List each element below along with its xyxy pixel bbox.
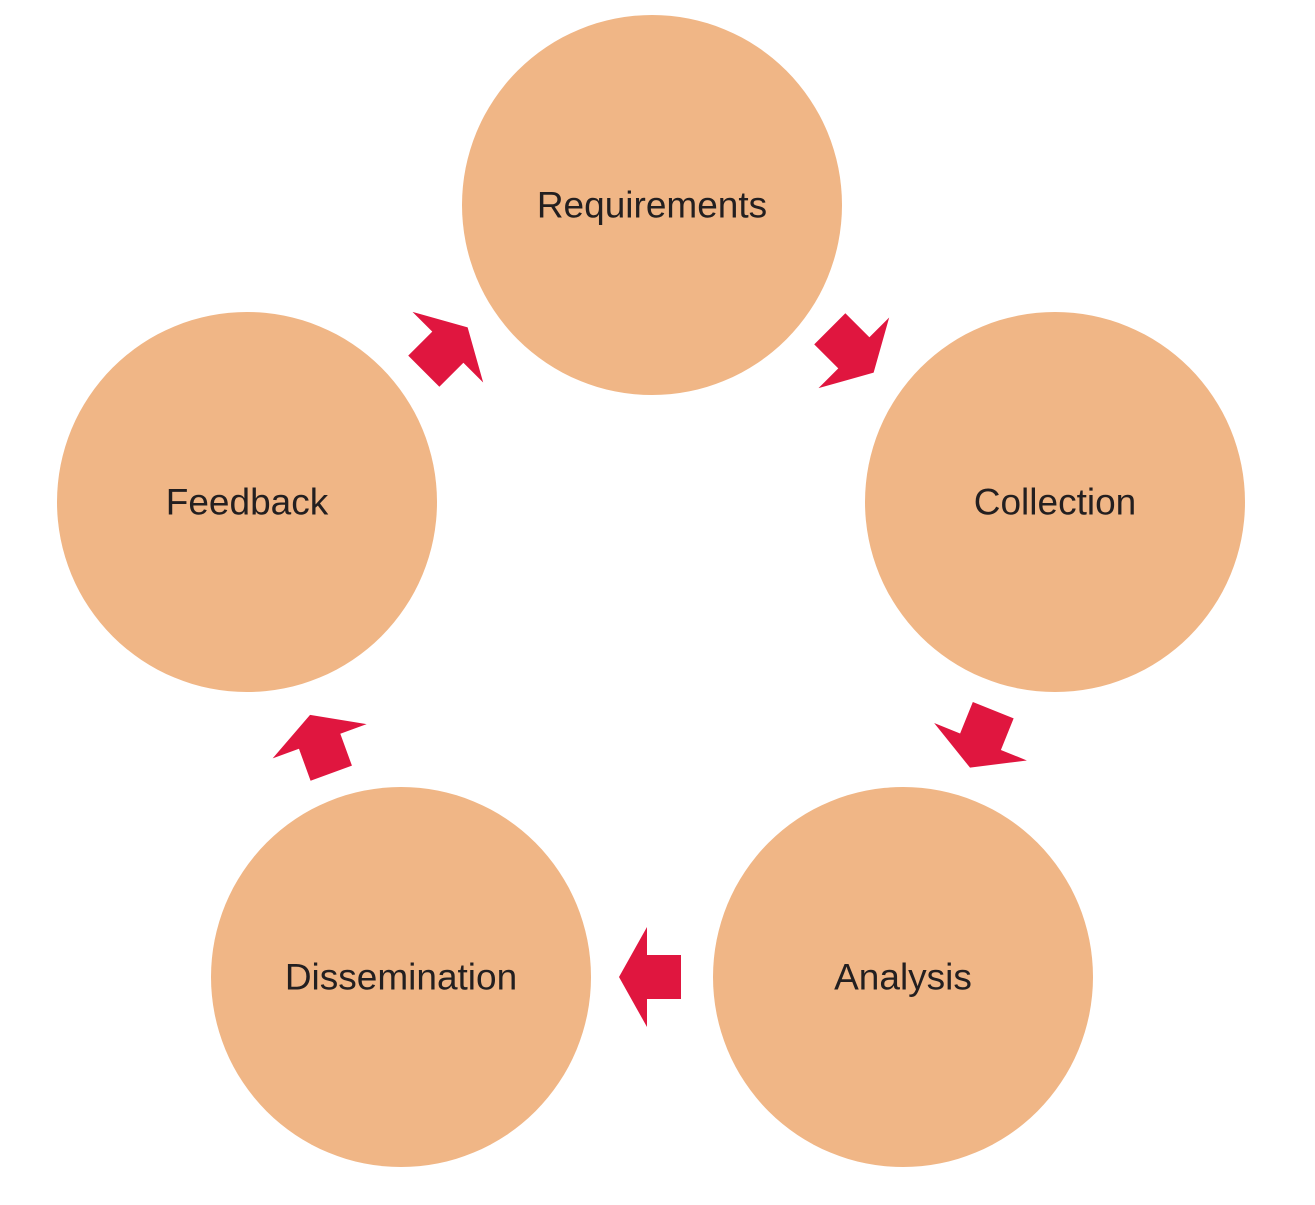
node-analysis: Analysis — [713, 787, 1093, 1167]
node-collection: Collection — [865, 312, 1245, 692]
node-circle-analysis — [713, 787, 1093, 1167]
arrow-collection-to-analysis — [934, 701, 1027, 768]
arrow-requirements-to-collection — [814, 313, 890, 389]
arrow-feedback-to-requirements — [408, 311, 484, 387]
node-circle-feedback — [57, 312, 437, 692]
node-label-feedback: Feedback — [166, 482, 329, 523]
node-circle-dissemination — [211, 787, 591, 1167]
node-circle-requirements — [462, 15, 842, 395]
arrows-layer — [272, 311, 1027, 1027]
arrow-analysis-to-dissemination — [619, 927, 681, 1027]
node-label-collection: Collection — [974, 482, 1136, 523]
node-label-requirements: Requirements — [537, 185, 767, 226]
node-label-dissemination: Dissemination — [285, 957, 517, 998]
node-dissemination: Dissemination — [211, 787, 591, 1167]
node-label-analysis: Analysis — [834, 957, 972, 998]
arrow-dissemination-to-feedback — [272, 714, 367, 781]
node-requirements: Requirements — [462, 15, 842, 395]
node-feedback: Feedback — [57, 312, 437, 692]
node-circle-collection — [865, 312, 1245, 692]
